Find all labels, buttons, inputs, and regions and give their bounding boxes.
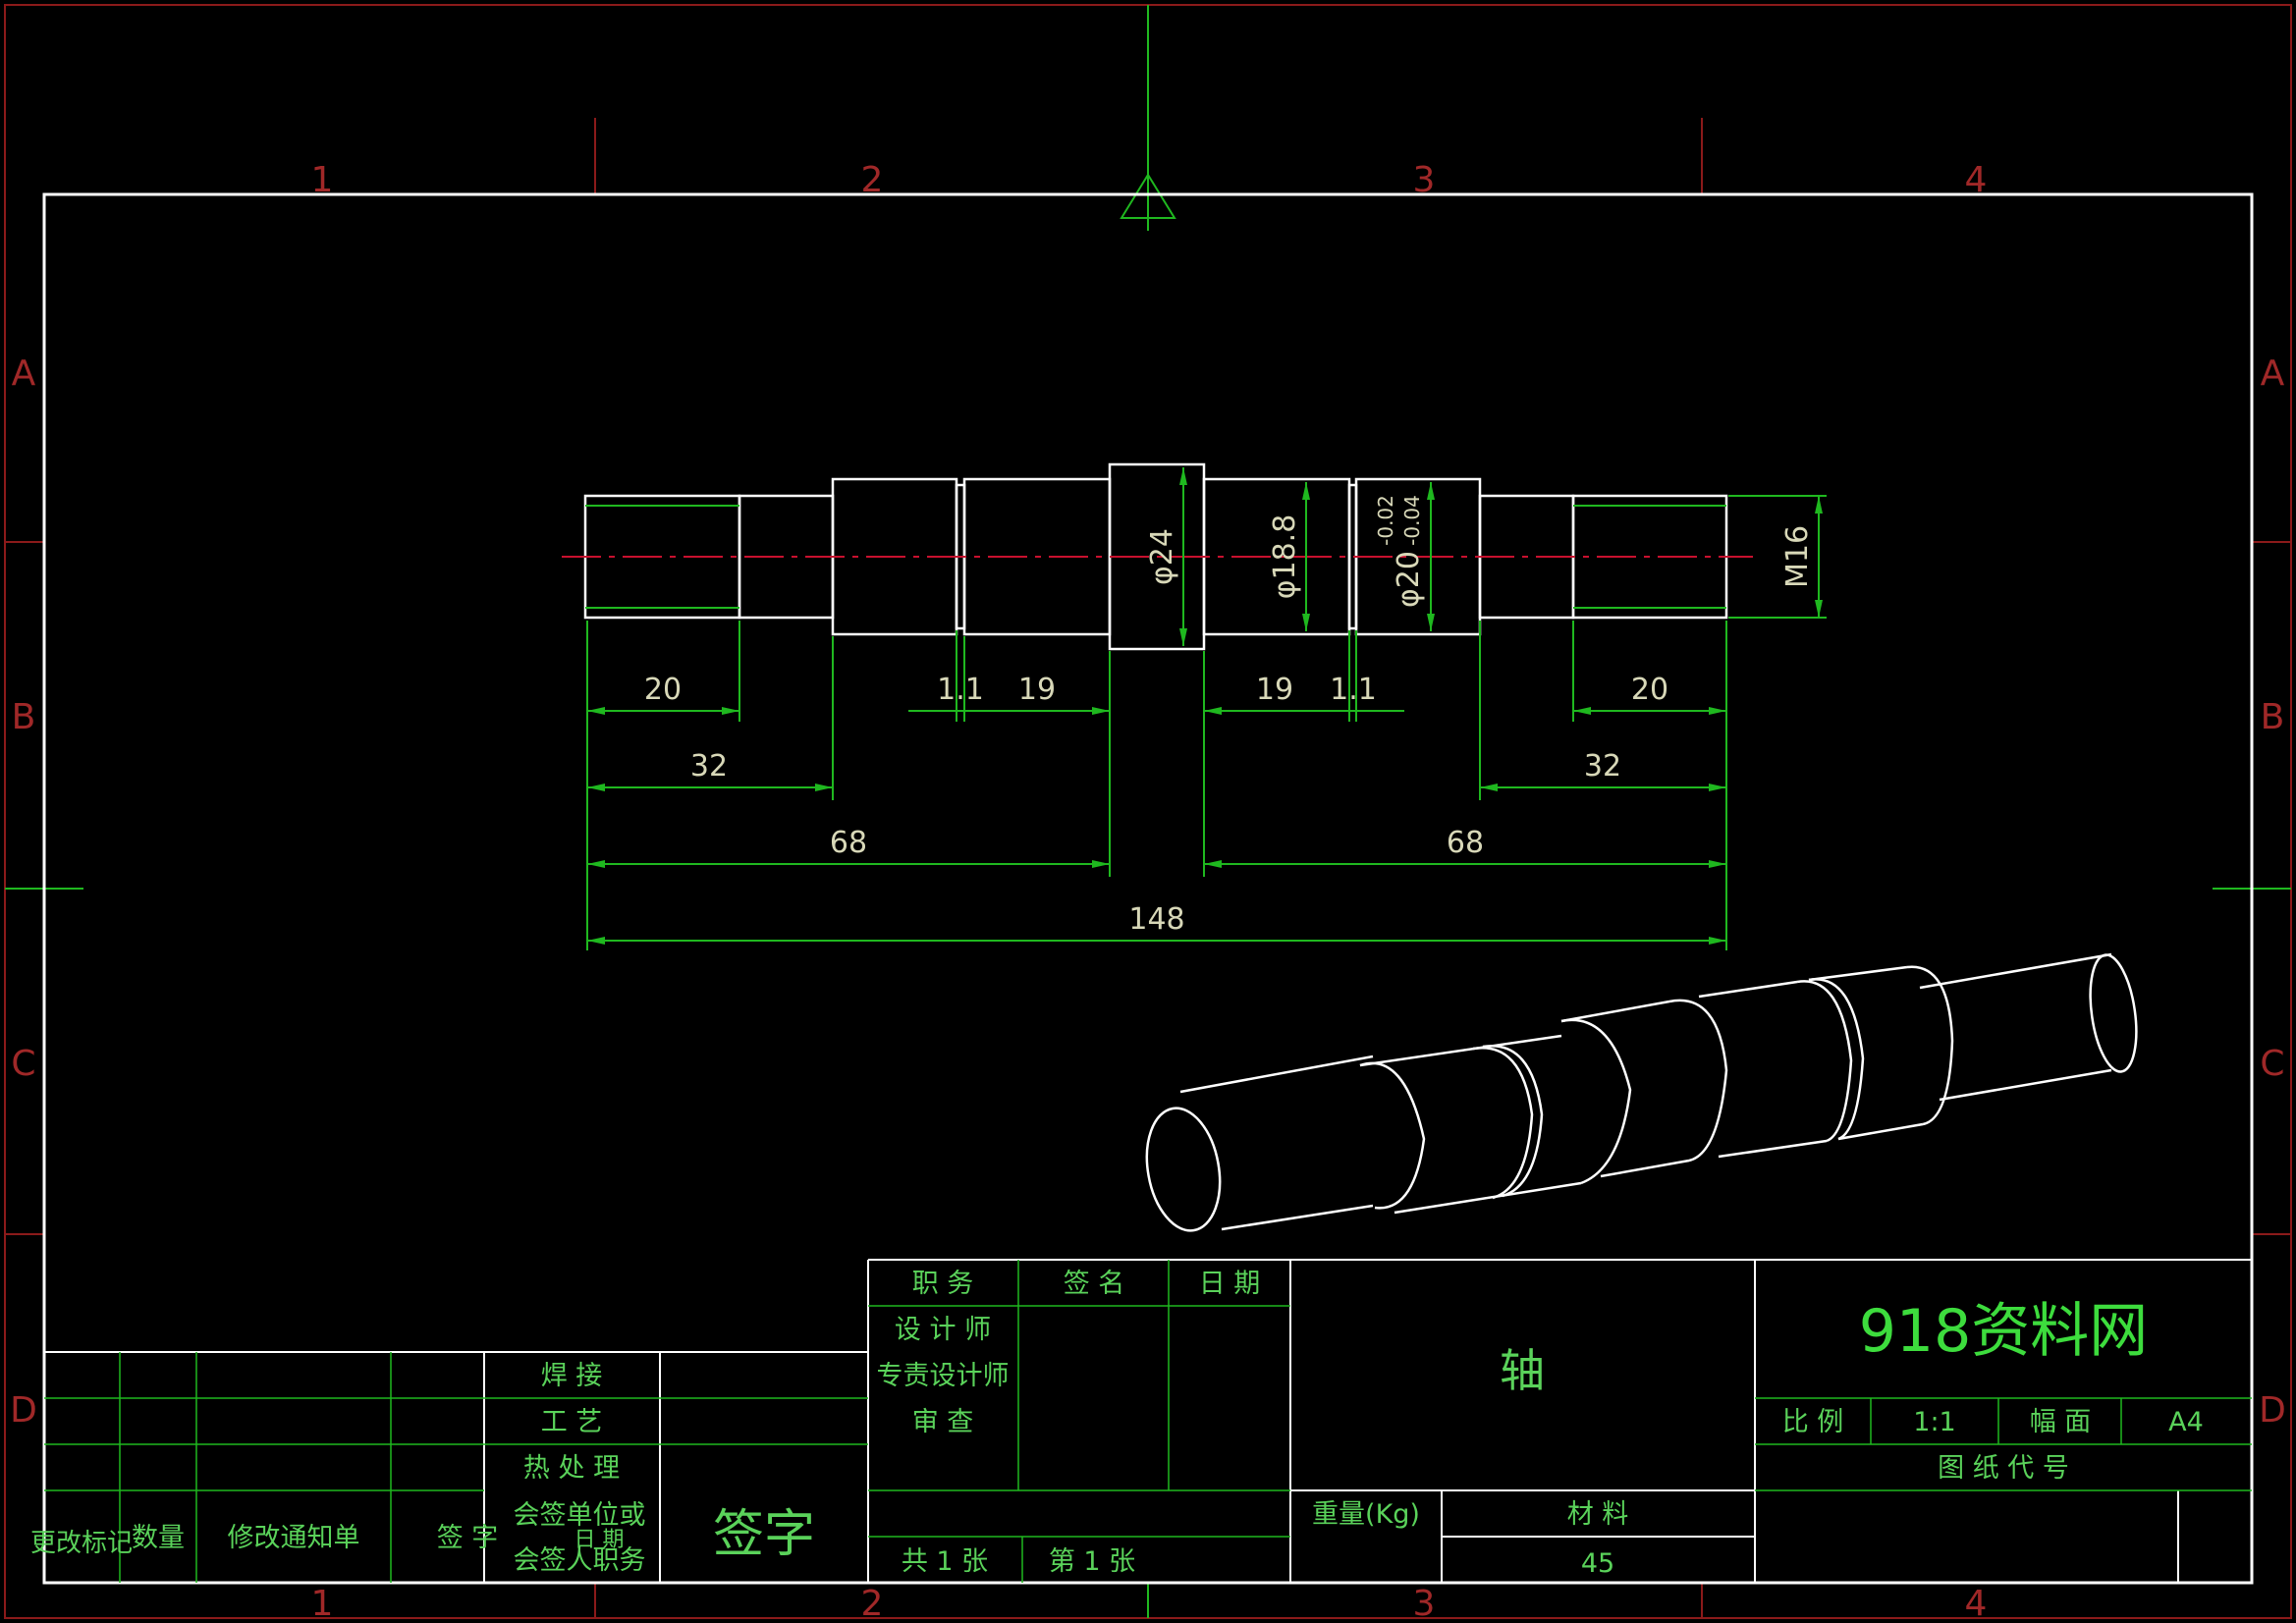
zone-col-2: 2: [861, 160, 884, 200]
dim-148: 148: [1128, 902, 1184, 937]
shaft-isometric-view: [1145, 952, 2138, 1232]
thread-lines: [585, 505, 1726, 609]
zone-col-4: 4: [1965, 160, 1988, 200]
zone-col-3: 3: [1413, 160, 1436, 200]
tb-date-small: 日 期: [574, 1528, 625, 1552]
tb-designer: 设 计 师: [895, 1315, 991, 1345]
dim-19-right: 19: [1256, 673, 1293, 707]
zone-col-4-bottom: 4: [1965, 1584, 1988, 1623]
zone-row-d-right: D: [2259, 1390, 2286, 1431]
tb-total-sheets: 共 1 张: [902, 1546, 988, 1577]
dim-1-1-left: 1.1: [937, 673, 984, 707]
zone-col-1: 1: [311, 160, 334, 200]
dim-dia-18-8: φ18.8: [1268, 514, 1302, 600]
tb-countersign-unit: 会签单位或: [514, 1500, 646, 1531]
zone-row-b-right: B: [2261, 697, 2285, 737]
tb-drawing-no-label: 图 纸 代 号: [1938, 1453, 2069, 1484]
zone-row-c-right: C: [2260, 1044, 2284, 1084]
tb-sign: 签 字: [437, 1523, 499, 1553]
tb-role-header: 职 务: [912, 1269, 974, 1299]
tb-material-label: 材 料: [1567, 1499, 1629, 1530]
dimension-texts: 20 32 68 1.1 19 19 1.1 20 32 68 148 φ24 …: [644, 495, 1815, 937]
tb-scale-label: 比 例: [1782, 1407, 1844, 1437]
tb-signature-header: 签 名: [1064, 1269, 1125, 1299]
tb-welding: 焊 接: [541, 1361, 603, 1391]
zone-row-a: A: [12, 353, 36, 394]
tb-reviewer: 审 查: [912, 1407, 974, 1437]
dim-32-left: 32: [690, 749, 728, 784]
tb-change-mark: 更改标记: [30, 1529, 133, 1558]
tb-process: 工 艺: [541, 1407, 603, 1437]
dimension-lines: [586, 467, 1827, 950]
title-block-texts: 职 务 签 名 日 期 设 计 师 专责设计师 审 查 轴 918资料网 比 例…: [30, 1269, 2204, 1579]
drawing-border: [42, 192, 2254, 1585]
dim-dia-24: φ24: [1145, 528, 1179, 585]
dim-68-right: 68: [1447, 826, 1484, 860]
tb-quantity: 数量: [132, 1523, 185, 1553]
dim-32-right: 32: [1584, 749, 1621, 784]
tb-heat-treatment: 热 处 理: [523, 1453, 620, 1484]
zone-row-a-right: A: [2261, 353, 2285, 394]
zone-col-2-bottom: 2: [861, 1584, 884, 1623]
zone-col-1-bottom: 1: [311, 1584, 334, 1623]
tb-sign-big: 签字: [713, 1505, 815, 1564]
dim-68-left: 68: [830, 826, 867, 860]
zone-labels: 1 2 3 4 1 2 3 4 A B C D A B C D: [10, 160, 2286, 1623]
tb-sheet-number: 第 1 张: [1049, 1546, 1135, 1577]
zone-row-c: C: [11, 1044, 35, 1084]
tb-chief-designer: 专责设计师: [877, 1361, 1010, 1391]
tb-format-label: 幅 面: [2030, 1407, 2092, 1437]
title-block-grid: [44, 1259, 2252, 1583]
zone-col-3-bottom: 3: [1413, 1584, 1436, 1623]
dim-tol-lower: -0.04: [1400, 495, 1424, 546]
zone-row-d: D: [10, 1390, 37, 1431]
dim-20-left: 20: [644, 673, 682, 707]
tb-brand: 918资料网: [1859, 1297, 2149, 1366]
dimension-arrows: [587, 467, 1823, 945]
dim-1-1-right: 1.1: [1330, 673, 1377, 707]
title-block-inner-lines: [44, 1260, 2252, 1583]
dim-19-left: 19: [1018, 673, 1056, 707]
dim-thread-m16: M16: [1780, 525, 1815, 588]
dim-tol-upper: -0.02: [1374, 495, 1397, 546]
zone-row-b: B: [12, 697, 36, 737]
dim-dia-20: φ20: [1392, 551, 1426, 608]
tb-weight-label: 重量(Kg): [1312, 1499, 1420, 1530]
tb-change-notice: 修改通知单: [228, 1523, 360, 1553]
tb-part-name: 轴: [1500, 1344, 1545, 1397]
tb-countersign-person: 会签人职务: [514, 1545, 646, 1576]
tb-scale-value: 1:1: [1913, 1407, 1955, 1437]
tb-format-value: A4: [2168, 1407, 2204, 1437]
tb-date-header: 日 期: [1199, 1269, 1261, 1299]
tb-material-value: 45: [1581, 1548, 1614, 1579]
dim-20-right: 20: [1631, 673, 1668, 707]
